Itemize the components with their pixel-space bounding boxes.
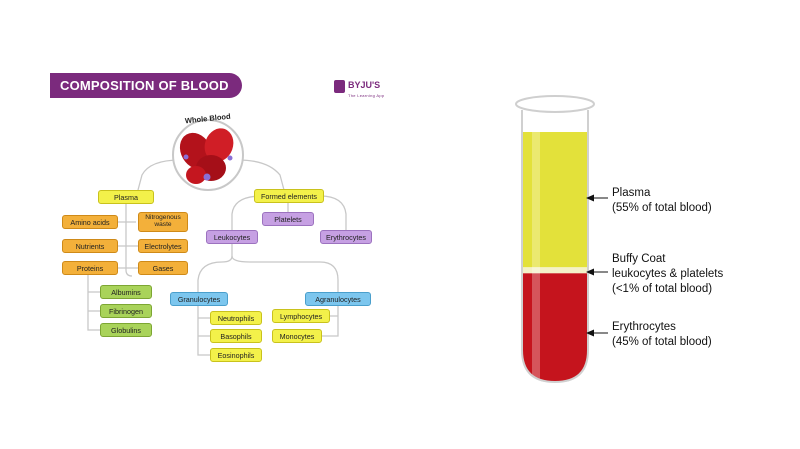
erythrocytes-box: Erythrocytes: [320, 230, 372, 244]
arrow-plasma-head: [586, 194, 594, 202]
plasma-layer: [522, 132, 588, 268]
line-proteins: [87, 275, 100, 331]
proteins-box: Proteins: [62, 261, 118, 275]
line-leuko-agran: [231, 255, 339, 292]
red-cell-2: [204, 128, 234, 162]
basophils-box: Basophils: [210, 329, 262, 343]
buffy-coat-detail-1: leukocytes & platelets: [612, 268, 724, 280]
erythrocytes-detail: (45% of total blood): [612, 336, 712, 348]
arrow-rbc-head: [586, 329, 594, 337]
lymphocytes-box: Lymphocytes: [272, 309, 330, 323]
tube-contents: [522, 110, 588, 382]
line-plasma-stem: [125, 204, 133, 277]
buffy-coat-layer: [522, 267, 588, 274]
leukocytes-box: Leukocytes: [206, 230, 258, 244]
nitrogenous-waste-box: Nitrogenous waste: [138, 212, 188, 232]
composition-banner: COMPOSITION OF BLOOD: [50, 73, 242, 98]
line-gran-types: [197, 306, 210, 356]
monocytes-box: Monocytes: [272, 329, 322, 343]
platelets-box: Platelets: [262, 212, 314, 226]
tube-highlight: [532, 110, 540, 382]
byjus-logo-wordmark: BYJU'S The Learning App: [348, 75, 384, 98]
whole-blood-illustration: [172, 119, 244, 191]
agranulocytes-box: Agranulocytes: [305, 292, 371, 306]
buffy-coat-label: Buffy Coat: [612, 253, 666, 265]
erythrocytes-label-group: Erythrocytes (45% of total blood): [612, 320, 712, 350]
electrolytes-box: Electrolytes: [138, 239, 188, 253]
red-cell-4: [186, 166, 206, 184]
tube-rim: [515, 95, 595, 113]
gases-box: Gases: [138, 261, 188, 275]
buffy-coat-label-group: Buffy Coat leukocytes & platelets (<1% o…: [612, 252, 723, 297]
eosinophils-box: Eosinophils: [210, 348, 262, 362]
white-cell-3: [227, 155, 233, 161]
logo-subtext: The Learning App: [348, 92, 385, 98]
albumins-box: Albumins: [100, 285, 152, 299]
fibrinogen-box: Fibrinogen: [100, 304, 152, 318]
neutrophils-box: Neutrophils: [210, 311, 262, 325]
plasma-label: Plasma: [612, 187, 651, 199]
globulins-box: Globulins: [100, 323, 152, 337]
plasma-label-group: Plasma (55% of total blood): [612, 186, 712, 216]
white-cell-2: [183, 154, 189, 160]
line-formed-erythro: [319, 195, 347, 230]
granulocytes-box: Granulocytes: [170, 292, 228, 306]
byjus-logo-mark: [334, 79, 345, 93]
erythrocytes-label: Erythrocytes: [612, 321, 676, 333]
amino-acids-box: Amino acids: [62, 215, 118, 229]
connector-lines: [87, 159, 347, 356]
arrow-buffy-head: [586, 268, 594, 276]
line-agran-types: [322, 306, 339, 337]
tube-arrows: [592, 197, 608, 334]
formed-elements-box: Formed elements: [254, 189, 324, 203]
erythrocyte-layer: [522, 273, 588, 382]
nutrients-box: Nutrients: [62, 239, 118, 253]
buffy-coat-detail-2: (<1% of total blood): [612, 283, 713, 295]
logo-text: BYJU'S: [348, 79, 381, 90]
plasma-detail: (55% of total blood): [612, 202, 712, 214]
white-cell-1: [203, 173, 211, 181]
plasma-box: Plasma: [98, 190, 154, 204]
byjus-logo: BYJU'S The Learning App: [334, 78, 384, 98]
line-leuko-gran: [197, 244, 233, 292]
tube-wall: [521, 110, 589, 384]
line-root-formed: [237, 159, 285, 191]
